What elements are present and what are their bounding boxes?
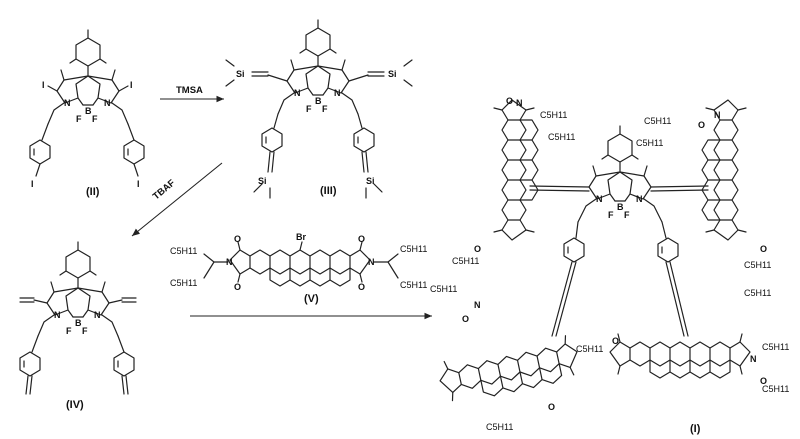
nitrogen-label: N (94, 310, 101, 320)
compound-iii-label: (III) (320, 185, 337, 197)
oxygen-label: O (548, 402, 555, 412)
oxygen-label: O (760, 376, 767, 386)
nitrogen-label: N (636, 194, 643, 204)
pentyl-label: C5H11 (400, 280, 427, 290)
nitrogen-label: N (368, 257, 375, 267)
pentyl-label: C5H11 (636, 138, 663, 148)
compound-iv-label: (IV) (66, 399, 84, 411)
nitrogen-label: N (64, 98, 71, 108)
pentyl-label: C5H11 (644, 116, 671, 126)
pentyl-label: C5H11 (548, 132, 575, 142)
fluorine-label: F (76, 114, 82, 124)
pentyl-label: C5H11 (486, 422, 513, 432)
boron-label: B (85, 106, 92, 116)
boron-label: B (75, 318, 82, 328)
fluorine-label: F (306, 104, 312, 114)
compound-i-label: (I) (690, 423, 701, 435)
fluorine-label: F (82, 326, 88, 336)
compound-iii-structure (225, 19, 413, 199)
iodine-label: I (137, 179, 140, 189)
fluorine-label: F (608, 210, 614, 220)
pentyl-label: C5H11 (170, 246, 197, 256)
nitrogen-label: N (714, 110, 721, 120)
oxygen-label: O (474, 244, 481, 254)
nitrogen-label: N (294, 88, 301, 98)
nitrogen-label: N (750, 354, 757, 364)
compound-v-structure (203, 241, 399, 287)
pentyl-label: C5H11 (744, 260, 771, 270)
nitrogen-label: N (334, 88, 341, 98)
silicon-label: Si (388, 69, 397, 79)
iodine-label: I (130, 80, 133, 90)
oxygen-label: O (234, 234, 241, 244)
fluorine-label: F (92, 114, 98, 124)
oxygen-label: O (506, 96, 513, 106)
boron-label: B (617, 202, 624, 212)
oxygen-label: O (462, 314, 469, 324)
oxygen-label: O (612, 336, 619, 346)
pentyl-label: C5H11 (400, 244, 427, 254)
reagent-tbaf: TBAF (151, 177, 178, 202)
pentyl-label: C5H11 (452, 256, 479, 266)
compound-i-structure (435, 99, 751, 407)
compound-ii-label: (II) (86, 186, 100, 198)
compound-ii-structure (29, 29, 145, 177)
nitrogen-label: N (54, 310, 61, 320)
pentyl-label: C5H11 (576, 344, 603, 354)
iodine-label: I (42, 80, 45, 90)
silicon-label: Si (366, 176, 375, 186)
bromine-label: Br (296, 232, 306, 242)
silicon-label: Si (258, 176, 267, 186)
nitrogen-label: N (226, 257, 233, 267)
fluorine-label: F (66, 326, 72, 336)
pentyl-label: C5H11 (170, 278, 197, 288)
oxygen-label: O (234, 282, 241, 292)
pentyl-label: C5H11 (540, 110, 567, 120)
compound-iv-structure (19, 241, 137, 395)
oxygen-label: O (358, 234, 365, 244)
fluorine-label: F (624, 210, 630, 220)
compound-v-label: (V) (304, 293, 319, 305)
nitrogen-label: N (474, 300, 481, 310)
oxygen-label: O (698, 120, 705, 130)
nitrogen-label: N (104, 98, 111, 108)
fluorine-label: F (322, 104, 328, 114)
reagent-tmsa: TMSA (176, 85, 203, 96)
reaction-arrow (131, 162, 223, 237)
pentyl-label: C5H11 (762, 342, 789, 352)
nitrogen-label: N (596, 194, 603, 204)
silicon-label: Si (236, 69, 245, 79)
boron-label: B (315, 96, 322, 106)
pentyl-label: C5H11 (744, 288, 771, 298)
pentyl-label: C5H11 (430, 284, 457, 294)
oxygen-label: O (358, 282, 365, 292)
oxygen-label: O (760, 244, 767, 254)
iodine-label: I (31, 179, 34, 189)
nitrogen-label: N (516, 98, 523, 108)
pentyl-label: C5H11 (762, 384, 789, 394)
